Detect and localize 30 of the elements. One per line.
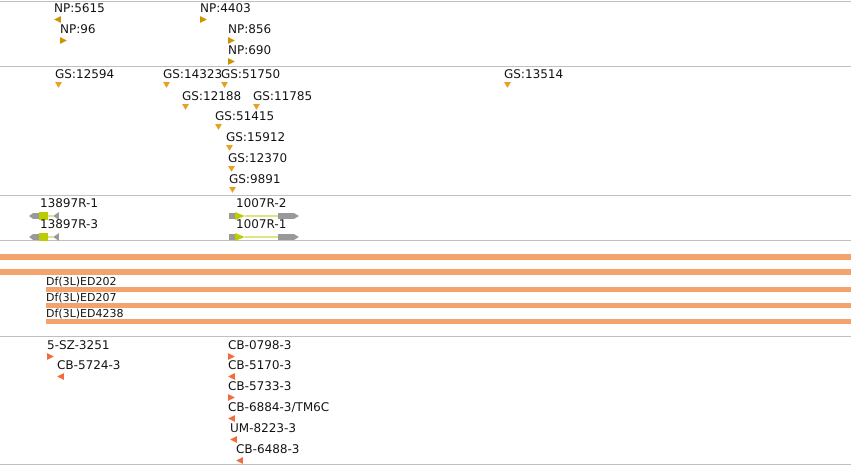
feature-label: NP:96	[60, 22, 96, 36]
feature-label: UM-8223-3	[230, 421, 296, 435]
feature-label: CB-5724-3	[57, 358, 120, 372]
feature-label: CB-5733-3	[228, 379, 292, 393]
feature-label: NP:856	[228, 22, 272, 36]
feature-label: GS:9891	[229, 172, 280, 186]
feature-label: GS:13514	[504, 67, 564, 81]
feature-label: GS:12188	[182, 89, 242, 103]
feature-label: Df(3L)ED4238	[46, 308, 124, 319]
feature-label: 5-SZ-3251	[47, 338, 110, 352]
feature-label: Df(3L)ED207	[46, 292, 116, 303]
feature-label: GS:51415	[215, 109, 274, 123]
feature-label: NP:690	[228, 43, 272, 57]
feature-label: CB-0798-3	[228, 338, 292, 352]
feature-label: NP:4403	[200, 1, 251, 15]
feature-label: CB-6488-3	[236, 442, 300, 456]
feature-label: GS:14323	[163, 67, 222, 81]
feature-label: GS:12594	[55, 67, 114, 81]
feature-label: GS:51750	[221, 67, 280, 81]
feature-label: GS:12370	[228, 151, 288, 165]
feature-label: 13897R-1	[40, 196, 98, 210]
feature-label: 1007R-2	[236, 196, 286, 210]
feature-label: NP:5615	[54, 1, 105, 15]
feature-label: GS:11785	[253, 89, 312, 103]
feature-label: Df(3L)ED202	[46, 276, 116, 287]
feature-label: CB-6884-3/TM6C	[228, 400, 330, 414]
feature-label: 13897R-3	[40, 217, 98, 231]
feature-label: GS:15912	[226, 130, 286, 144]
feature-label: CB-5170-3	[228, 358, 292, 372]
feature-label: 1007R-1	[236, 217, 286, 231]
